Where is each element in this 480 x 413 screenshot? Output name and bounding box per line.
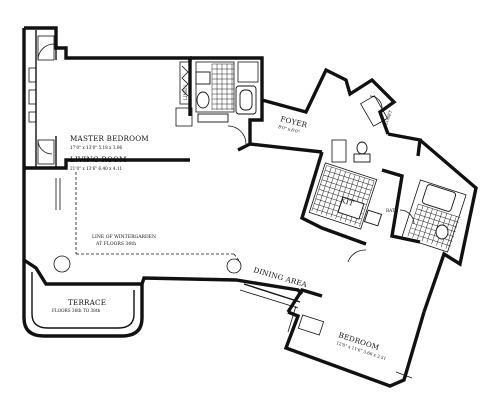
tile-line [426,210,438,243]
tile-line [321,179,370,196]
tile-line [325,169,373,186]
terrace-dims: FLOORS 36th TO 38th [52,308,101,313]
bedroom-bath [381,138,478,313]
tile-line [312,208,361,224]
tile-line [445,216,457,249]
tile-line [323,174,372,191]
foyer-walls [249,67,397,163]
winter-garden-note-2: AT FLOORS 36th [95,241,136,247]
tile-line [417,207,429,240]
terrace [22,260,144,338]
tile-line [412,205,424,238]
tile-line [408,232,451,247]
living-dining-walls [22,168,304,309]
living-room-label: LIVING ROOM [70,155,127,164]
tile-line [407,203,419,237]
closet-label: CLOSET [382,109,393,128]
tile-line [320,184,369,201]
bath-label: BATH [386,208,399,213]
tile-line [326,165,375,182]
closet-living [37,139,55,165]
kitchen-label: KIT [339,195,355,208]
room-labels: MASTER BEDROOM 17'0" x 13'0" 5.18 x 3.96… [52,85,399,361]
winter-garden-note-1: LINE OF WINTERGARDEN [92,234,156,240]
tile-line [421,208,433,242]
linen-label: LINEN [183,85,188,100]
master-bath [175,56,264,152]
foyer-dims: 8'0" x 6'0" [278,124,300,134]
bedroom-bath-tile-grid [407,203,461,249]
master-bedroom-label: MASTER BEDROOM [70,134,149,143]
living-room-dims: 21'0" x 13'6" 6.40 x 4.11 [70,166,123,171]
tile-line [410,227,453,242]
terrace-label: TERRACE [68,298,106,307]
kitchen [299,132,422,246]
bath-tile-grid [211,63,234,110]
master-bedroom-dims: 17'0" x 13'0" 5.18 x 3.96 [70,145,123,150]
tile-line [413,218,456,233]
tile-line [418,203,461,218]
tile-line [416,208,459,223]
bedroom-walls [283,249,426,388]
closet-top-left [37,35,55,61]
tile-line [415,213,458,228]
